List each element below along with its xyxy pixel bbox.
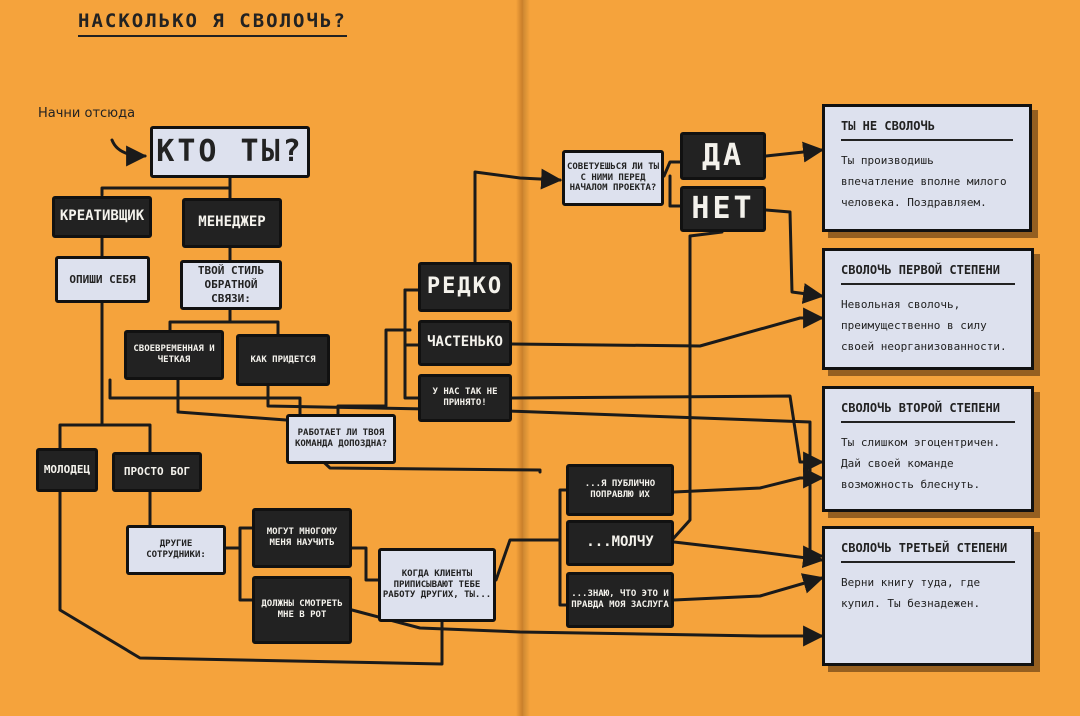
node-well-done: МОЛОДЕЦ [36,448,98,492]
node-consult: СОВЕТУЕШЬСЯ ЛИ ТЫ С НИМИ ПЕРЕД НАЧАЛОМ П… [562,150,664,206]
connector-silent [672,540,825,568]
node-describe: ОПИШИ СЕБЯ [55,256,150,303]
connector-feedback [168,308,280,336]
node-teach: МОГУТ МНОГОМУ МЕНЯ НАУЧИТЬ [252,508,352,568]
connector-others [224,526,254,602]
result-body: Верни книгу туда, где купил. Ты безнадеж… [841,576,981,610]
start-label: Начни отсюда [38,106,136,121]
connector-timely [176,378,288,422]
node-who: КТО ТЫ? [150,126,310,178]
result-body: Ты производишь впечатление вполне милого… [841,154,1007,209]
node-no: НЕТ [680,186,766,232]
result-heading: СВОЛОЧЬ ПЕРВОЙ СТЕПЕНИ [841,263,1015,285]
node-timely: СВОЕВРЕМЕННАЯ И ЧЕТКАЯ [124,330,224,380]
node-clients: КОГДА КЛИЕНТЫ ПРИПИСЫВАЮТ ТЕБЕ РАБОТУ ДР… [378,548,496,622]
result-body: Невольная сволочь, преимущественно в сил… [841,298,1007,353]
page-title: НАСКОЛЬКО Я СВОЛОЧЬ? [78,10,347,37]
connector-often [510,307,825,348]
node-my-merit: ...ЗНАЮ, ЧТО ЭТО И ПРАВДА МОЯ ЗАСЛУГА [566,572,674,628]
node-silent: ...МОЛЧУ [566,520,674,566]
node-feedback-style: ТВОЙ СТИЛЬ ОБРАТНОЙ СВЯЗИ: [180,260,282,310]
node-manager: МЕНЕДЖЕР [182,198,282,248]
connector-merit [672,573,825,602]
node-rarely: РЕДКО [418,262,512,312]
node-yes: ДА [680,132,766,180]
node-whatever: КАК ПРИДЕТСЯ [236,334,330,386]
node-not-accepted: У НАС ТАК НЕ ПРИНЯТО! [418,374,512,422]
connector-correct [672,467,825,494]
connector-describe [58,301,152,454]
result-body: Ты слишком эгоцентричен. Дай своей коман… [841,436,1000,491]
connector-rarely [473,168,563,264]
node-creative: КРЕАТИВЩИК [52,196,152,238]
connector-teamlate [336,328,412,420]
node-correct: ...Я ПУБЛИЧНО ПОПРАВЛЮ ИХ [566,464,674,516]
node-others: ДРУГИЕ СОТРУДНИКИ: [126,525,226,575]
result-not-bastard: ТЫ НЕ СВОЛОЧЬ Ты производишь впечатление… [822,104,1032,232]
result-heading: СВОЛОЧЬ ВТОРОЙ СТЕПЕНИ [841,401,1015,423]
connector-clients [494,488,570,607]
connector-consult [662,160,682,208]
connector-no-down [670,230,724,542]
connector-yes [764,141,825,163]
connector-start [110,138,148,167]
node-team-late: РАБОТАЕТ ЛИ ТВОЯ КОМАНДА ДОПОЗДНА? [286,414,396,464]
connector-no [764,208,825,304]
result-heading: СВОЛОЧЬ ТРЕТЬЕЙ СТЕПЕНИ [841,541,1015,563]
result-heading: ТЫ НЕ СВОЛОЧЬ [841,119,1013,141]
result-third-degree: СВОЛОЧЬ ТРЕТЬЕЙ СТЕПЕНИ Верни книгу туда… [822,526,1034,666]
connector-watch [350,608,825,647]
connector-who [100,174,232,200]
node-watch: ДОЛЖНЫ СМОТРЕТЬ МНЕ В РОТ [252,576,352,644]
result-second-degree: СВОЛОЧЬ ВТОРОЙ СТЕПЕНИ Ты слишком эгоцен… [822,386,1034,512]
connector-teach [350,546,380,582]
node-god: ПРОСТО БОГ [112,452,202,492]
node-often: ЧАСТЕНЬКО [418,320,512,366]
result-first-degree: СВОЛОЧЬ ПЕРВОЙ СТЕПЕНИ Невольная сволочь… [822,248,1034,370]
connector-notaccepted [510,394,825,473]
